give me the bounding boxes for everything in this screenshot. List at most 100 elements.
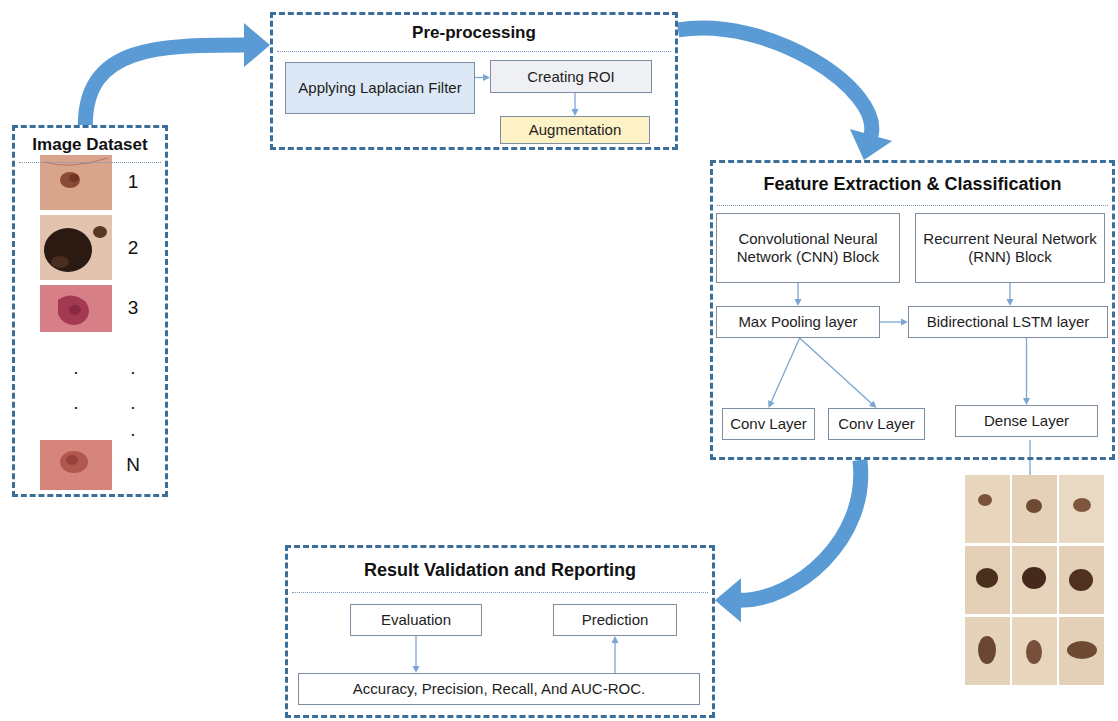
output-image-grid — [965, 475, 1104, 685]
connector-line — [1026, 338, 1027, 399]
lesion — [66, 455, 78, 465]
panel-heading: Pre-processing — [273, 15, 675, 51]
connector-line — [800, 338, 872, 404]
process-box: Conv Layer — [722, 408, 815, 440]
flow-arrow — [85, 23, 270, 125]
arrow-head — [1007, 299, 1014, 306]
box-label: Creating ROI — [527, 68, 615, 86]
process-box: Bidirectional LSTM layer — [908, 306, 1108, 338]
lesion — [1069, 569, 1093, 591]
process-box: Augmentation — [500, 116, 650, 144]
lesion — [1073, 498, 1091, 512]
heading-separator — [292, 592, 708, 593]
connector — [413, 636, 420, 673]
callout-number: . — [118, 358, 148, 378]
callout-number: 3 — [118, 298, 148, 318]
lesion — [69, 305, 81, 315]
process-box: Max Pooling layer — [716, 306, 880, 338]
arrow-head — [1023, 398, 1030, 405]
process-box: Evaluation — [350, 604, 482, 636]
connector-line — [475, 77, 484, 78]
panel-heading: Result Validation and Reporting — [288, 548, 712, 592]
lesion-image — [965, 617, 1010, 685]
connector — [800, 338, 877, 408]
arrow-head — [715, 578, 741, 622]
connector — [1023, 338, 1030, 405]
lesion — [1022, 567, 1046, 589]
lesion-image — [1059, 546, 1104, 614]
connector-line — [771, 338, 800, 403]
dataset-images — [40, 155, 112, 490]
flow-arrow — [678, 28, 892, 160]
heading-separator — [717, 205, 1108, 206]
box-label: Dense Layer — [984, 412, 1069, 430]
lesion-image — [965, 475, 1010, 543]
panel-heading: Image Dataset — [15, 128, 165, 162]
arrow-head — [612, 636, 619, 643]
arrow-head — [850, 129, 892, 160]
connector-line — [85, 45, 245, 125]
callout-number: N — [118, 455, 148, 475]
box-label: Recurrent Neural Network (RNN) Block — [922, 230, 1098, 266]
lesion — [1067, 641, 1097, 659]
lesion-image — [1012, 475, 1057, 543]
process-box: Dense Layer — [955, 405, 1098, 437]
group-panel: Image Dataset — [12, 125, 168, 497]
callout-number: . — [118, 393, 148, 413]
arrow-head — [869, 401, 877, 408]
box-label: Augmentation — [529, 121, 622, 139]
process-box: Convolutional Neural Network (CNN) Block — [716, 213, 900, 283]
lesion — [60, 172, 80, 188]
lesion — [978, 636, 996, 664]
group-panel: Feature Extraction & ClassificationConvo… — [710, 160, 1115, 460]
connector — [1007, 283, 1014, 306]
box-label: Prediction — [582, 611, 649, 629]
process-box: Creating ROI — [490, 60, 652, 93]
connector-line — [880, 321, 902, 322]
process-box: Conv Layer — [828, 408, 925, 440]
connector — [768, 338, 799, 408]
connector — [475, 74, 490, 81]
callout-number: 2 — [118, 238, 148, 258]
lesion — [58, 295, 89, 324]
process-box: Prediction — [553, 604, 677, 636]
callout-number: . — [61, 358, 91, 378]
box-label: Convolutional Neural Network (CNN) Block — [723, 230, 893, 266]
lesion-image — [1012, 546, 1057, 614]
box-label: Conv Layer — [730, 415, 807, 433]
box-label: Accuracy, Precision, Recall, And AUC-ROC… — [353, 680, 645, 698]
connector-line — [614, 642, 615, 673]
lesion — [93, 226, 107, 238]
connector-line — [1009, 283, 1010, 300]
lesion — [1026, 640, 1042, 664]
lesion-image — [40, 215, 112, 280]
connector-line — [678, 28, 872, 136]
process-box: Applying Laplacian Filter — [285, 62, 475, 114]
lesion-image — [40, 155, 112, 210]
heading-separator — [19, 162, 161, 163]
arrow-head — [901, 319, 908, 326]
arrow-head — [795, 299, 802, 306]
arrow-head — [244, 23, 270, 67]
connector — [612, 636, 619, 673]
box-label: Evaluation — [381, 611, 451, 629]
connector-line — [797, 283, 798, 300]
box-label: Applying Laplacian Filter — [298, 79, 461, 97]
arrow-head — [572, 109, 579, 116]
lesion-image — [1059, 617, 1104, 685]
process-box: Accuracy, Precision, Recall, And AUC-ROC… — [298, 673, 700, 705]
connector — [572, 93, 579, 116]
lesion-image — [965, 546, 1010, 614]
lesion-image — [1012, 617, 1057, 685]
lesion-image — [1059, 475, 1104, 543]
callout-number: 1 — [118, 172, 148, 192]
process-box: Recurrent Neural Network (RNN) Block — [915, 213, 1105, 283]
lesion — [1026, 499, 1042, 513]
callout-number: . — [61, 393, 91, 413]
connector — [880, 319, 908, 326]
box-label: Bidirectional LSTM layer — [927, 313, 1090, 331]
lesion — [60, 451, 88, 473]
box-label: Conv Layer — [838, 415, 915, 433]
lesion — [51, 256, 69, 268]
connector — [795, 283, 802, 306]
